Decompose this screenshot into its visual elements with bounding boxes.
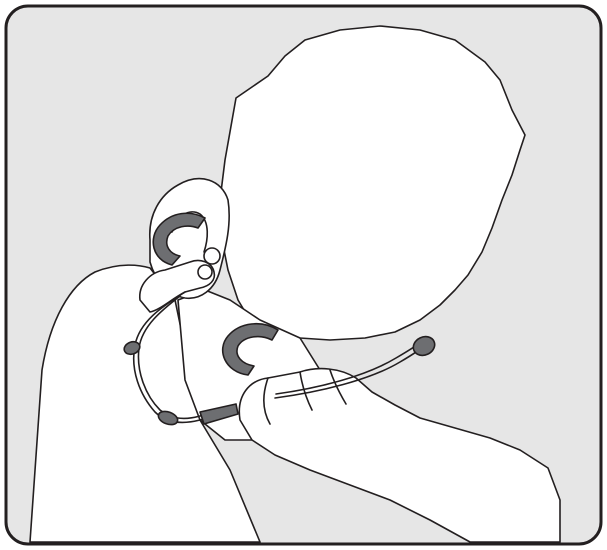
fingertip-1: [204, 248, 220, 264]
fingertip-2: [198, 265, 212, 279]
